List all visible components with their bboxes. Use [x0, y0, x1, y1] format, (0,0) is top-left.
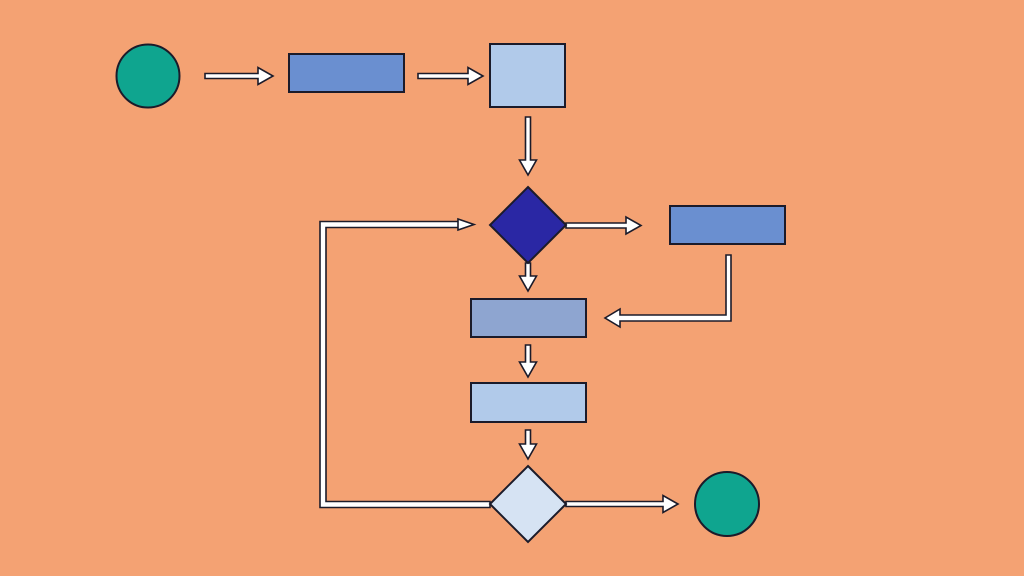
- end-node: [694, 471, 760, 537]
- arrow-start-to-process-1: [204, 66, 275, 86]
- process-node-2: [489, 43, 566, 108]
- arrow-process-branch-to-process-3: [603, 254, 732, 329]
- connectors: [204, 66, 732, 514]
- process-node-branch: [669, 205, 786, 245]
- arrow-decision-1-to-process-3: [518, 262, 538, 293]
- arrow-process-4-to-decision-2: [518, 429, 538, 461]
- start-node: [115, 43, 181, 109]
- decision-node-1: [488, 185, 568, 265]
- arrow-decision-2-to-end: [565, 494, 680, 514]
- arrow-decision-1-to-process-branch: [565, 215, 643, 236]
- arrow-process-3-to-process-4: [518, 344, 538, 379]
- arrow-process-2-to-decision-1: [518, 116, 538, 177]
- decision-node-2: [488, 464, 568, 544]
- process-node-1: [288, 53, 405, 93]
- process-node-3: [470, 298, 587, 338]
- arrow-loop-back-to-decision-1: [319, 217, 491, 509]
- nodes: [115, 43, 786, 544]
- process-node-4: [470, 382, 587, 423]
- arrow-process-1-to-process-2: [417, 66, 485, 86]
